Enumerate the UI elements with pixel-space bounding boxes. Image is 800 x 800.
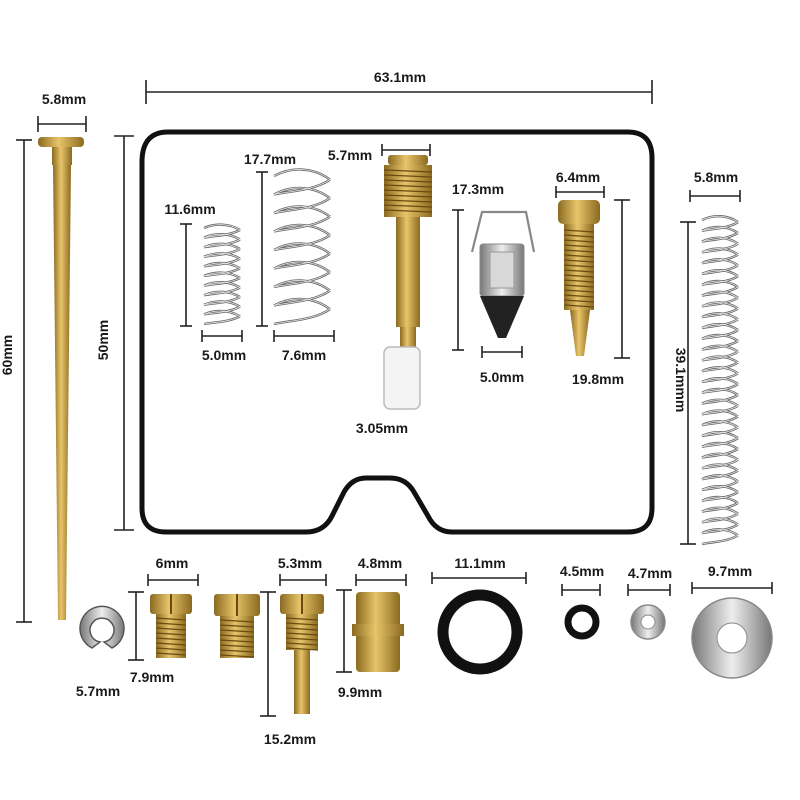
mixture-screw-head-dimension: 6.4mm xyxy=(555,169,605,198)
long-spring-dia-label: 5.8mm xyxy=(694,169,738,185)
brass-bushing xyxy=(352,592,404,672)
clip-label: 5.7mm xyxy=(76,683,120,699)
e-clip xyxy=(79,605,125,649)
mixture-screw xyxy=(558,200,600,356)
long-spring-length-dimension: 39.1mmm xyxy=(673,221,696,545)
gasket-width-dimension: 63.1mm xyxy=(145,69,653,104)
float-valve-length-dimension: 17.3mm xyxy=(452,181,504,351)
washer-large-label: 9.7mm xyxy=(708,563,752,579)
medium-spring-length-label: 17.7mm xyxy=(244,151,296,167)
oring-large-dimension: 11.1mm xyxy=(431,555,527,584)
small-o-ring xyxy=(564,604,600,640)
jet4-height-label: 9.9mm xyxy=(338,684,382,700)
medium-spring-dia-dimension: 7.6mm xyxy=(273,330,335,363)
large-washer xyxy=(691,597,773,679)
float-valve xyxy=(470,210,536,338)
small-spring-length-dimension: 11.6mm xyxy=(164,201,216,327)
jet3-width-label: 5.3mm xyxy=(278,555,322,571)
jet4-height-dimension: 9.9mm xyxy=(336,589,382,700)
jet3-width-dimension: 5.3mm xyxy=(278,555,327,586)
jet4-width-label: 4.8mm xyxy=(358,555,402,571)
gasket xyxy=(139,129,655,535)
long-spring xyxy=(701,215,739,546)
oring-small-dimension: 4.5mm xyxy=(560,563,604,596)
small-spring xyxy=(203,223,241,326)
jet-needle-head-label: 5.8mm xyxy=(42,91,86,107)
jet-needle-length-label: 60mm xyxy=(0,335,15,375)
oring-large-label: 11.1mm xyxy=(454,555,505,571)
needle-jet-tube xyxy=(383,155,433,410)
jet1-width-dimension: 6mm xyxy=(147,555,199,586)
washer-small-dimension: 4.7mm xyxy=(627,565,672,596)
jet-needle xyxy=(38,137,84,620)
jet-needle-head-dimension: 5.8mm xyxy=(37,91,87,132)
main-jet-1 xyxy=(150,594,192,658)
float-valve-length-label: 17.3mm xyxy=(452,181,504,197)
small-spring-dia-label: 5.0mm xyxy=(202,347,246,363)
tube-head-dimension: 5.7mm xyxy=(328,144,431,163)
gasket-height-label: 50mm xyxy=(95,320,111,360)
jet3-length-label: 15.2mm xyxy=(264,731,316,747)
tube-tip-label: 3.05mm xyxy=(356,420,408,436)
jet1-height-dimension: 7.9mm xyxy=(128,591,174,685)
mixture-screw-length-label: 19.8mm xyxy=(572,371,624,387)
gasket-width-label: 63.1mm xyxy=(374,69,426,85)
main-jet-2 xyxy=(214,594,260,658)
jet1-width-label: 6mm xyxy=(156,555,189,571)
gasket-height-dimension: 50mm xyxy=(95,135,134,531)
small-washer xyxy=(630,604,666,640)
mixture-screw-length-dimension: 19.8mm xyxy=(572,199,630,387)
jet4-width-dimension: 4.8mm xyxy=(355,555,407,586)
pilot-jet xyxy=(280,594,324,714)
washer-large-dimension: 9.7mm xyxy=(691,563,773,594)
jet-needle-length-dimension: 60mm xyxy=(0,139,32,623)
long-spring-length-label: 39.1mmm xyxy=(673,348,689,413)
float-valve-dia-label: 5.0mm xyxy=(480,369,524,385)
float-valve-dia-dimension: 5.0mm xyxy=(480,346,524,385)
medium-spring-dia-label: 7.6mm xyxy=(282,347,326,363)
washer-small-label: 4.7mm xyxy=(628,565,672,581)
long-spring-dia-dimension: 5.8mm xyxy=(689,169,741,202)
large-o-ring xyxy=(437,589,523,675)
medium-spring xyxy=(273,168,331,326)
jet1-height-label: 7.9mm xyxy=(130,669,174,685)
oring-small-label: 4.5mm xyxy=(560,563,604,579)
small-spring-dia-dimension: 5.0mm xyxy=(201,330,246,363)
jet3-length-dimension: 15.2mm xyxy=(260,591,316,747)
small-spring-length-label: 11.6mm xyxy=(164,201,215,217)
tube-head-label: 5.7mm xyxy=(328,147,372,163)
medium-spring-length-dimension: 17.7mm xyxy=(244,151,296,327)
mixture-screw-head-label: 6.4mm xyxy=(556,169,600,185)
